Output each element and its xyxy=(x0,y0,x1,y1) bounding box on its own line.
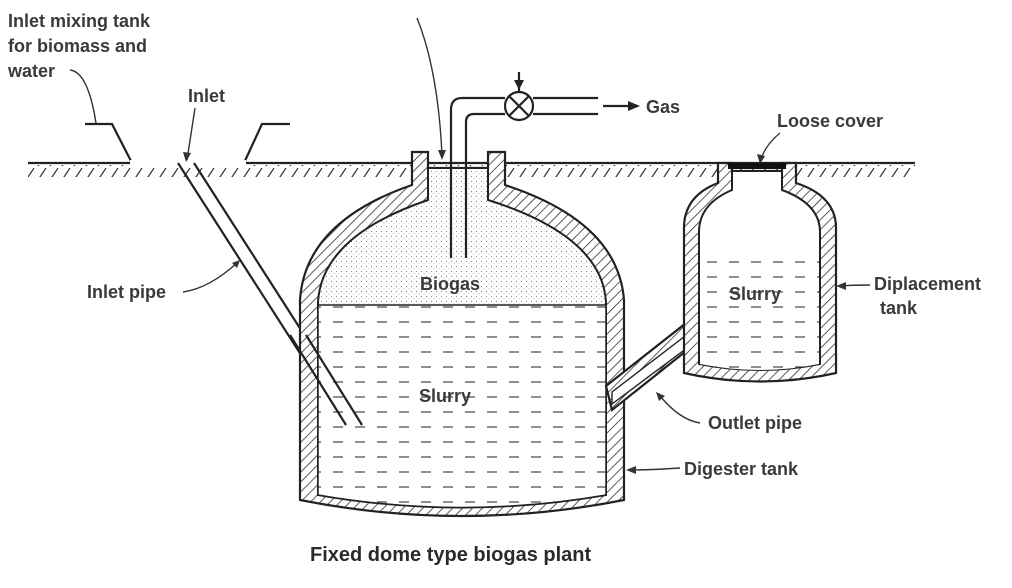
displacement-tank-label-2: tank xyxy=(880,298,918,318)
gas-label: Gas xyxy=(646,97,680,117)
biogas-label: Biogas xyxy=(420,274,480,294)
leader-lines xyxy=(69,17,871,474)
displacement-slurry-label: Slurry xyxy=(729,284,781,304)
loose-cover-label: Loose cover xyxy=(777,111,883,131)
gas-pipe xyxy=(449,96,598,258)
diagram-caption: Fixed dome type biogas plant xyxy=(310,544,591,566)
inlet-pipe-inner xyxy=(289,334,363,426)
inlet-mixing-tank-label-3: water xyxy=(7,61,55,81)
gas-arrow-icon xyxy=(603,101,640,111)
inlet-mixing-tank xyxy=(85,122,290,164)
loose-cover xyxy=(728,163,786,169)
displacement-slurry xyxy=(700,252,819,370)
inlet-mixing-tank-label-1: Inlet mixing tank xyxy=(8,11,151,31)
main-slurry-label: Slurry xyxy=(419,386,471,406)
main-slurry xyxy=(317,304,607,509)
inlet-pipe-label: Inlet pipe xyxy=(87,282,166,302)
inlet-label: Inlet xyxy=(188,86,225,106)
gas-valve-icon xyxy=(503,72,535,122)
outlet-pipe-label: Outlet pipe xyxy=(708,413,802,433)
displacement-tank-label-1: Diplacement xyxy=(874,274,981,294)
digester-tank xyxy=(298,150,626,518)
displacement-tank xyxy=(682,161,838,383)
inlet-mixing-tank-label-2: for biomass and xyxy=(8,36,147,56)
digester-tank-label: Digester tank xyxy=(684,459,799,479)
